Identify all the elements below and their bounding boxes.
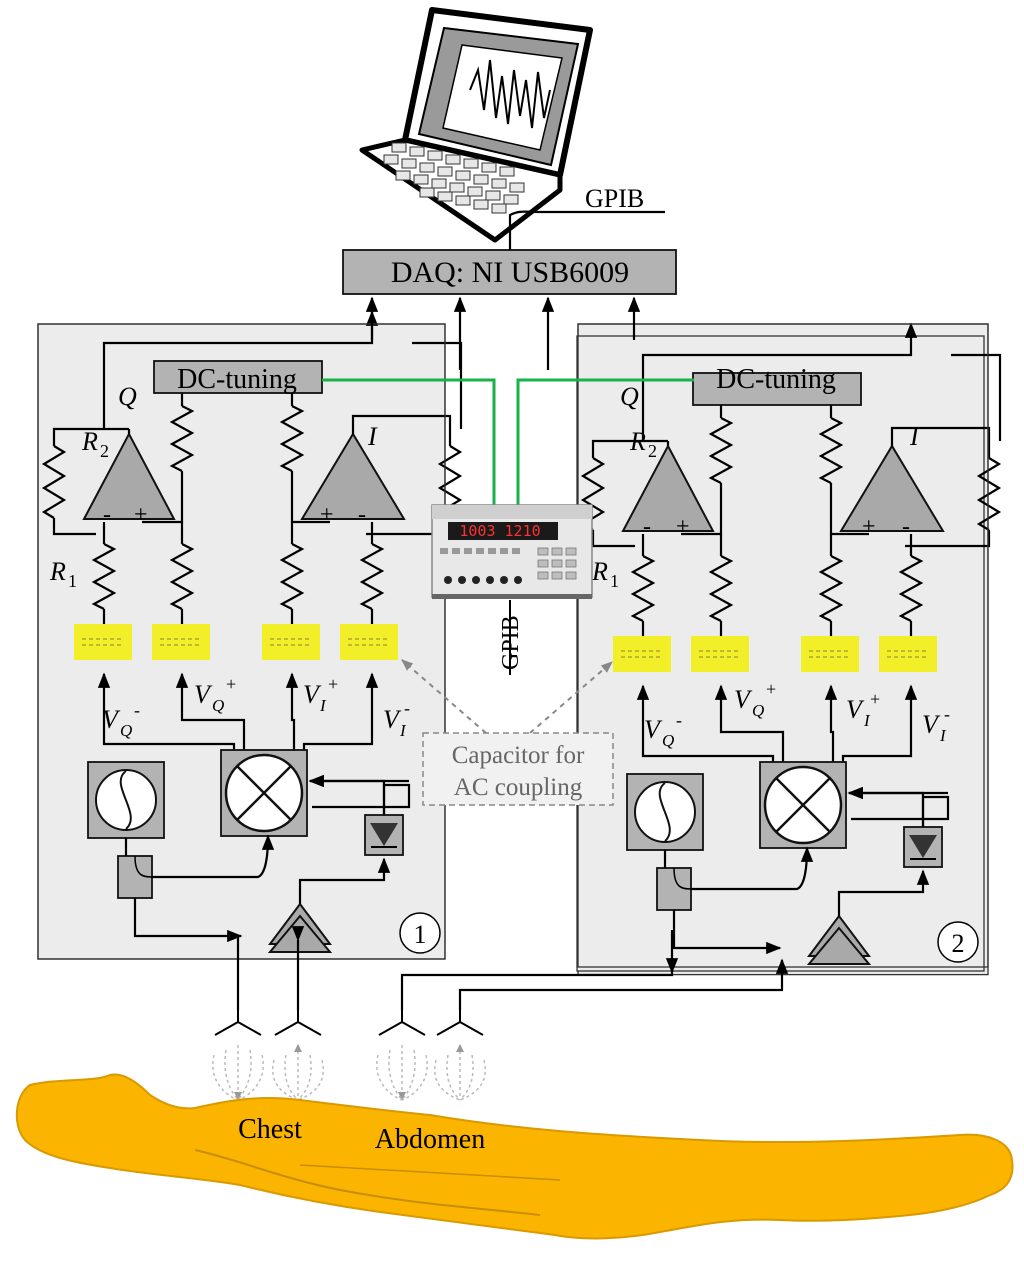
opamp-i-minus-2: - bbox=[902, 514, 910, 540]
svg-text:I: I bbox=[939, 726, 947, 745]
opamp-q-minus-1: - bbox=[103, 502, 111, 528]
module-2-circuit bbox=[577, 324, 1000, 971]
svg-text:V: V bbox=[846, 695, 865, 724]
svg-text:1: 1 bbox=[610, 571, 619, 591]
abdomen-label: Abdomen bbox=[375, 1124, 485, 1155]
antenna-icon bbox=[214, 1010, 484, 1036]
svg-text:V: V bbox=[734, 685, 753, 714]
svg-text:-: - bbox=[134, 700, 140, 720]
svg-text:2: 2 bbox=[952, 929, 965, 958]
beam-arrows bbox=[234, 1044, 464, 1100]
human-body-icon bbox=[15, 1073, 1014, 1240]
opamp-i-plus-2: + bbox=[862, 514, 876, 540]
q-label-1: Q bbox=[118, 382, 137, 411]
svg-text:1: 1 bbox=[414, 920, 427, 949]
i-label-2: I bbox=[909, 422, 920, 451]
svg-text:Q: Q bbox=[212, 696, 224, 715]
svg-text:1: 1 bbox=[68, 571, 77, 591]
svg-text:R: R bbox=[49, 557, 66, 586]
opamp-i-plus-1: + bbox=[320, 502, 334, 528]
svg-text:2: 2 bbox=[648, 441, 657, 461]
svg-text:V: V bbox=[383, 705, 402, 734]
svg-text:-: - bbox=[404, 698, 410, 718]
capacitor-note: Capacitor for AC coupling bbox=[422, 732, 614, 806]
svg-text:+: + bbox=[766, 679, 776, 699]
svg-text:+: + bbox=[328, 674, 338, 694]
svg-text:V: V bbox=[194, 680, 213, 709]
svg-text:+: + bbox=[226, 674, 236, 694]
svg-text:Capacitor for: Capacitor for bbox=[452, 742, 585, 769]
dc-tuning-1-label: DC-tuning bbox=[177, 364, 297, 395]
svg-text:-: - bbox=[676, 710, 682, 730]
opamp-i-minus-1: - bbox=[358, 502, 366, 528]
svg-text:Q: Q bbox=[662, 731, 674, 750]
dc-tuning-2-label: DC-tuning bbox=[716, 364, 836, 395]
svg-text:+: + bbox=[870, 689, 880, 709]
power-supply-icon: 1003 1210 bbox=[431, 504, 593, 599]
svg-text:Q: Q bbox=[752, 701, 764, 720]
gpib-mid-label: GPIB bbox=[498, 615, 524, 670]
opamp-q-minus-2: - bbox=[643, 514, 651, 540]
svg-text:2: 2 bbox=[100, 441, 109, 461]
svg-text:R: R bbox=[629, 427, 646, 456]
svg-text:I: I bbox=[399, 721, 407, 740]
daq-box: DAQ: NI USB6009 bbox=[342, 249, 677, 295]
laptop-icon bbox=[359, 7, 593, 243]
gpib-cable bbox=[508, 210, 665, 250]
svg-text:V: V bbox=[102, 705, 121, 734]
svg-text:V: V bbox=[644, 715, 663, 744]
psu-display: 1003 1210 bbox=[459, 522, 540, 540]
daq-label: DAQ: NI USB6009 bbox=[391, 256, 629, 289]
beam-pattern bbox=[212, 1045, 486, 1101]
gpib-top-label: GPIB bbox=[585, 184, 644, 213]
svg-text:I: I bbox=[319, 696, 327, 715]
opamp-q-plus-2: + bbox=[676, 514, 690, 540]
svg-text:V: V bbox=[303, 680, 322, 709]
svg-text:AC coupling: AC coupling bbox=[454, 774, 583, 801]
chest-label: Chest bbox=[238, 1114, 302, 1145]
opamp-q-plus-1: + bbox=[134, 502, 148, 528]
svg-text:V: V bbox=[922, 710, 941, 739]
svg-text:I: I bbox=[863, 711, 871, 730]
module-1-badge: 1 bbox=[399, 912, 441, 954]
svg-text:Q: Q bbox=[120, 721, 132, 740]
svg-text:R: R bbox=[81, 427, 98, 456]
svg-text:-: - bbox=[944, 704, 950, 724]
i-label-1: I bbox=[367, 422, 378, 451]
module-2-badge: 2 bbox=[937, 921, 979, 963]
svg-text:R: R bbox=[591, 557, 608, 586]
q-label-2: Q bbox=[620, 382, 639, 411]
module-1 bbox=[38, 312, 461, 959]
